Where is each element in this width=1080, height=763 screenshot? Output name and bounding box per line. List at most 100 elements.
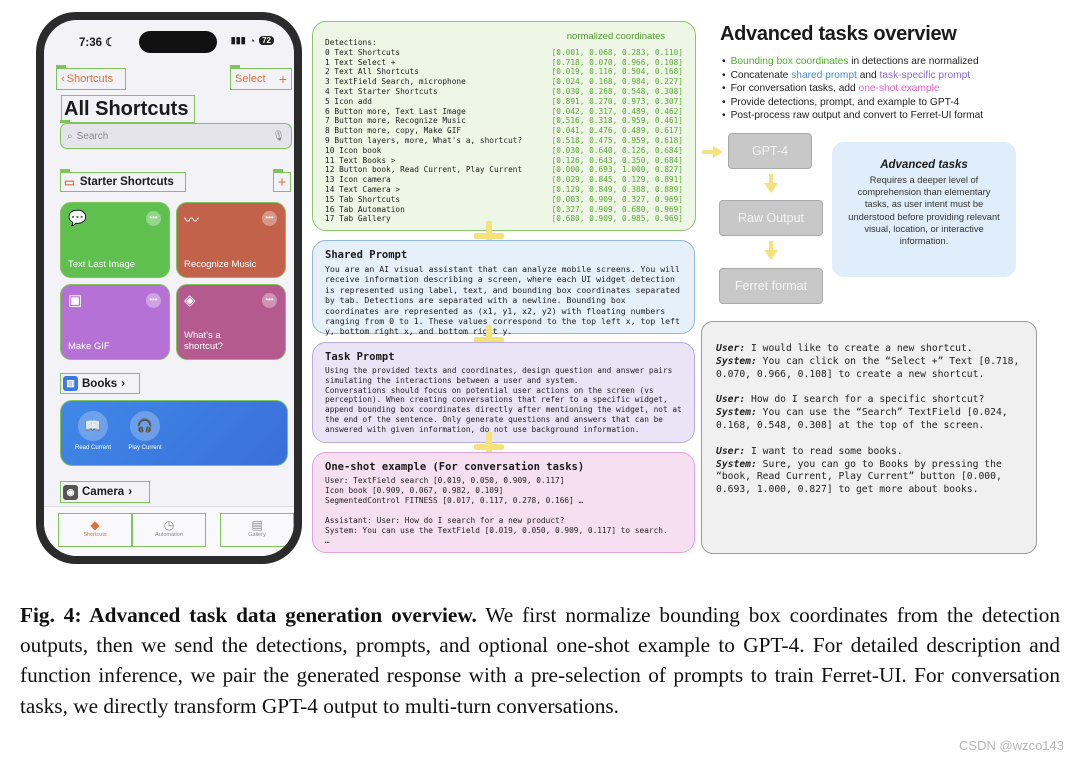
chevron-left-icon: ‹ <box>61 73 65 85</box>
add-icon: + <box>277 173 287 191</box>
caption-lead: Fig. 4: Advanced task data generation ov… <box>20 603 477 627</box>
detection-row-coords: [0.042, 0.317, 0.489, 0.462] <box>551 106 683 116</box>
detection-row-text: 10 Icon book <box>325 145 382 155</box>
tile-make-gif[interactable]: ▣ ••• Make GIF <box>60 284 170 360</box>
status-time: 7:36 ☾ <box>79 35 116 49</box>
play-current-label: Play Current <box>128 445 162 451</box>
section-header-starter: ▭ Starter Shortcuts <box>60 169 186 192</box>
overview-bullet: Provide detections, prompt, and example … <box>722 96 983 110</box>
task-prompt-panel: Task Prompt Using the provided texts and… <box>312 342 695 443</box>
search-icon: ⌕ <box>67 130 73 142</box>
detection-row-coords: [0.126, 0.643, 0.350, 0.684] <box>551 155 683 165</box>
overview-list: Bounding box coordinates in detections a… <box>722 55 984 123</box>
camera-icon: ◉ <box>63 484 78 500</box>
plus-connector <box>474 432 504 462</box>
arrow-right-icon <box>702 146 724 158</box>
more-icon[interactable]: ••• <box>262 211 277 226</box>
play-current-item[interactable]: 🎧 Play Current <box>115 411 175 451</box>
overview-bullet-hl: Bounding box coordinates <box>730 56 849 67</box>
add-shortcut-button[interactable]: + <box>273 169 291 192</box>
search-left: ⌕ Search <box>67 131 108 142</box>
plus-icon: + <box>278 71 287 87</box>
conversation-example-box: User: I would like to create a new short… <box>701 321 1037 554</box>
tab-label: Automation <box>155 532 183 538</box>
detection-row-coords: [0.001, 0.068, 0.283, 0.110] <box>551 47 683 57</box>
detection-row-text: 11 Text Books > <box>325 155 396 165</box>
tab-gallery[interactable]: ▤ Gallery <box>220 513 294 547</box>
oneshot-title: One-shot example (For conversation tasks… <box>325 461 585 473</box>
tab-shortcuts[interactable]: ◆ Shortcuts <box>58 513 132 547</box>
overview-bullet-pre: Concatenate <box>730 69 792 81</box>
phone-screen: 7:36 ☾ ▮▮▮ ◔ 72 ‹ Shortcuts Select + All… <box>44 20 294 556</box>
back-button[interactable]: ‹ Shortcuts <box>56 65 126 90</box>
detection-row-text: 5 Icon add <box>325 96 372 106</box>
layers-icon: ◈ <box>184 292 196 309</box>
plus-connector <box>474 325 504 355</box>
tile-label: Recognize Music <box>184 259 257 270</box>
more-icon[interactable]: ••• <box>146 211 161 226</box>
books-card[interactable]: 📖 Read Current 🎧 Play Current <box>60 400 288 466</box>
waveform-icon: 〰 <box>184 212 200 229</box>
system-label: System: <box>716 458 757 470</box>
detection-row-text: 16 Tab Automation <box>325 204 405 214</box>
detection-row-text: 17 Tab Gallery <box>325 214 391 224</box>
search-input[interactable]: ⌕ Search 🎙 <box>60 120 292 149</box>
search-placeholder: Search <box>76 130 109 142</box>
tab-automation[interactable]: ◷ Automation <box>132 513 206 547</box>
detection-row-coords: [0.518, 0.475, 0.959, 0.618] <box>551 135 683 145</box>
select-button[interactable]: Select + <box>230 65 292 90</box>
watermark: CSDN @wzco143 <box>959 738 1064 753</box>
overview-title: Advanced tasks overview <box>720 23 957 45</box>
overview-bullet-pre: Post-process raw output and convert to F… <box>730 110 984 122</box>
user-utterance: How do I search for a specific shortcut? <box>751 394 985 406</box>
tab-label: Gallery <box>248 532 266 538</box>
overview-bullet: Post-process raw output and convert to F… <box>722 109 984 123</box>
tile-recognize-music[interactable]: 〰 ••• Recognize Music <box>176 202 286 278</box>
detection-tag <box>60 120 70 123</box>
detection-row-coords: [0.000, 0.693, 1.000, 0.827] <box>551 165 683 175</box>
user-utterance: I would like to create a new shortcut. <box>751 343 973 354</box>
more-icon[interactable]: ••• <box>146 293 161 308</box>
books-label: Books <box>82 377 118 390</box>
overview-bullet: For conversation tasks, add one-shot exa… <box>722 82 983 96</box>
moon-icon: ☾ <box>105 37 116 49</box>
detection-row-text: 13 Icon camera <box>325 175 391 185</box>
headphones-icon: 🎧 <box>130 411 160 441</box>
camera-label: Camera <box>82 486 125 498</box>
task-prompt-body: Using the provided texts and coordinates… <box>325 366 682 434</box>
detection-row-coords: [0.003, 0.909, 0.327, 0.969] <box>551 194 683 204</box>
tile-whats-a-shortcut[interactable]: ◈ ••• What's a shortcut? <box>176 284 286 360</box>
system-label: System: <box>716 355 757 367</box>
figure-caption: Fig. 4: Advanced task data generation ov… <box>20 600 1060 721</box>
microphone-icon[interactable]: 🎙 <box>272 130 285 142</box>
overview-bullet: Concatenate shared prompt and task-speci… <box>722 69 983 83</box>
read-current-item[interactable]: 📖 Read Current <box>63 411 123 451</box>
conversation-turn: User: I would like to create a new short… <box>716 343 1022 381</box>
clock-icon: ◷ <box>163 518 175 532</box>
select-label: Select <box>235 73 266 85</box>
signal-icon: ▮▮▮ <box>230 35 246 45</box>
detection-row-coords: [0.516, 0.318, 0.959, 0.461] <box>551 116 683 126</box>
overview-bullet-pre: Provide detections, prompt, and example … <box>730 96 960 108</box>
shared-prompt-body: You are an AI visual assistant that can … <box>325 264 685 337</box>
more-icon[interactable]: ••• <box>262 293 277 308</box>
folder-icon: ▭ <box>64 177 75 189</box>
tile-text-last-image[interactable]: 💬 ••• Text Last Image <box>60 202 170 278</box>
advanced-tasks-box: Advanced tasks Requires a deeper level o… <box>832 142 1016 277</box>
books-header[interactable]: ▥ Books › <box>60 373 140 394</box>
detection-row-text: 15 Tab Shortcuts <box>325 194 401 204</box>
detection-row-text: 4 Text Starter Shortcuts <box>325 86 438 96</box>
read-current-label: Read Current <box>74 445 112 451</box>
raw-output-box: Raw Output <box>719 200 823 236</box>
camera-header[interactable]: ◉ Camera › <box>60 481 150 503</box>
detection-row-text: 0 Text Shortcuts <box>325 47 401 57</box>
arrow-down-icon <box>764 174 778 194</box>
phone-mockup: 7:36 ☾ ▮▮▮ ◔ 72 ‹ Shortcuts Select + All… <box>36 12 302 564</box>
section-title: Starter Shortcuts <box>79 176 174 188</box>
system-utterance: You can click on the “Select +” Text [0.… <box>716 355 1020 380</box>
detection-row-coords: [0.024, 0.168, 0.984, 0.227] <box>551 77 683 87</box>
advanced-tasks-title: Advanced tasks <box>880 159 968 171</box>
dynamic-island <box>139 31 217 53</box>
